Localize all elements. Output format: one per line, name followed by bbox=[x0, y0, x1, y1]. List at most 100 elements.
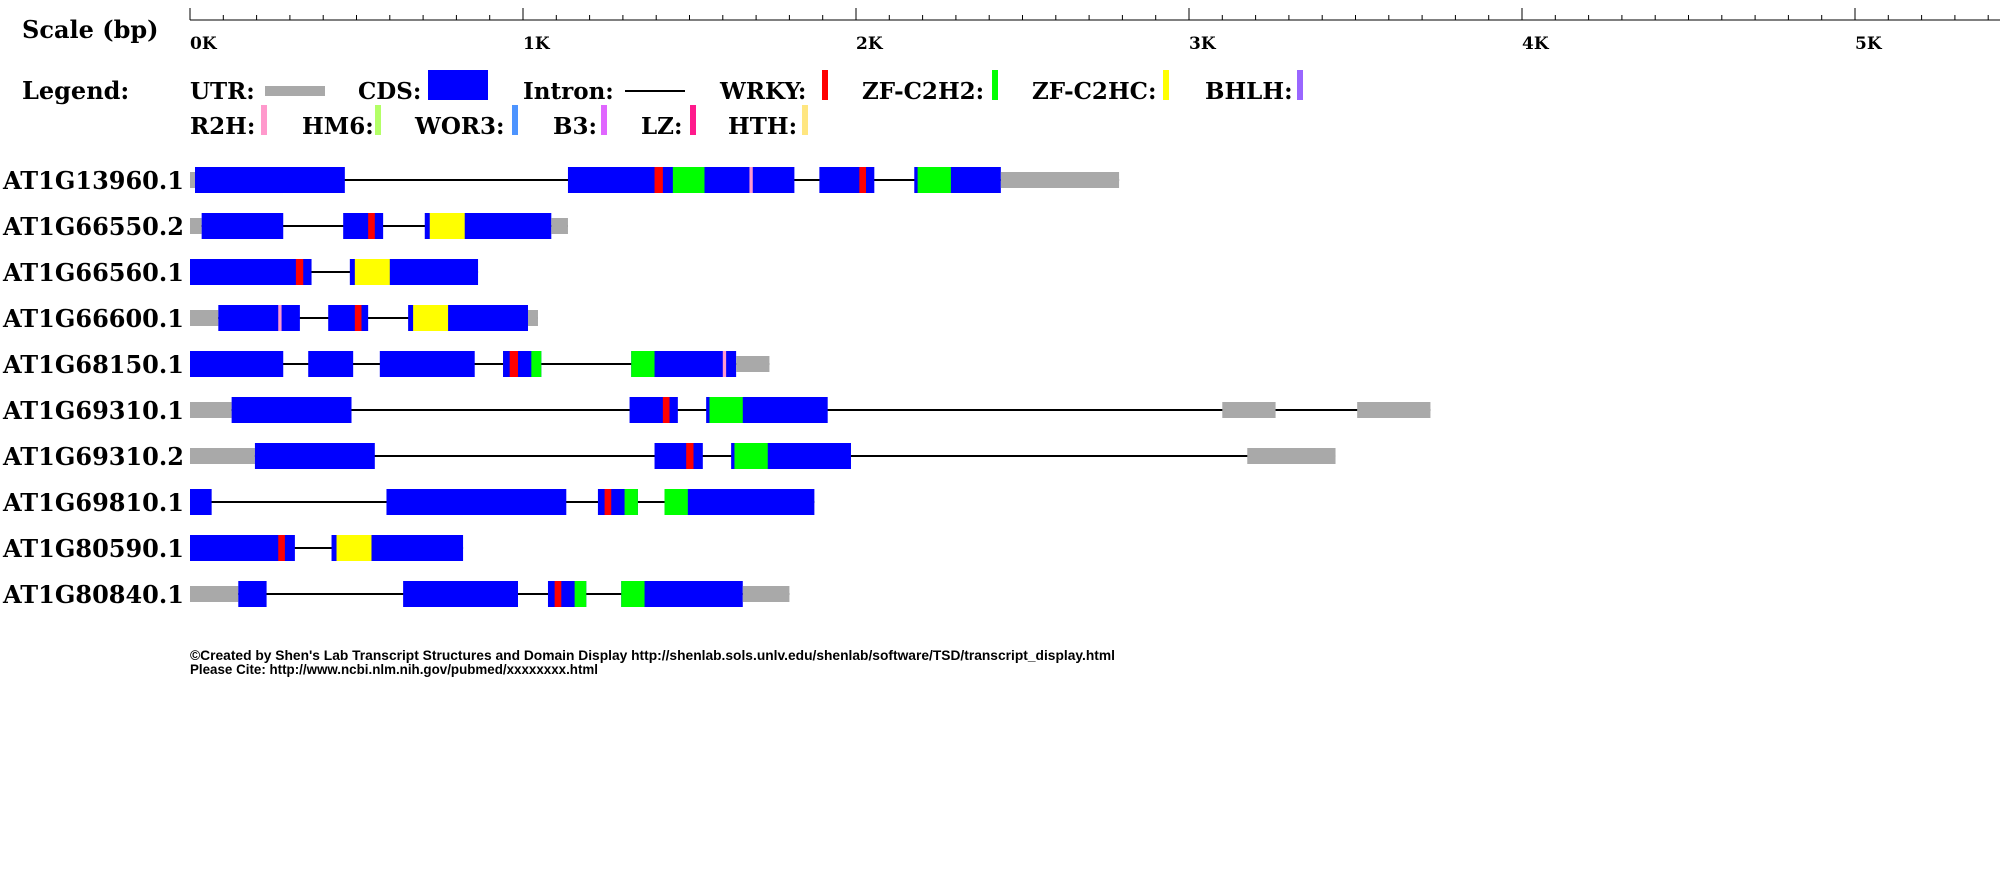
legend-swatch-utr bbox=[265, 86, 325, 96]
transcript-row: AT1G66550.2 bbox=[2, 212, 568, 241]
domain-zf-c2h2-block bbox=[664, 489, 688, 515]
scale-tick-label: 2K bbox=[856, 34, 884, 54]
footer-credit: ©Created by Shen's Lab Transcript Struct… bbox=[190, 647, 1115, 663]
footer-citation: Please Cite: http://www.ncbi.nlm.nih.gov… bbox=[190, 661, 598, 677]
cds-block bbox=[308, 351, 354, 377]
legend-swatch-domain bbox=[690, 105, 696, 135]
domain-zf-c2h2-block bbox=[672, 167, 705, 193]
legend-swatch-cds bbox=[428, 70, 488, 100]
domain-zf-c2h2-block bbox=[709, 397, 743, 423]
cds-block bbox=[629, 397, 678, 423]
utr-block bbox=[190, 448, 255, 464]
domain-wrky-block bbox=[509, 351, 519, 377]
cds-block bbox=[386, 489, 567, 515]
transcript-id: AT1G69310.1 bbox=[2, 396, 184, 425]
domain-zf-c2h2-block bbox=[574, 581, 587, 607]
intron-line bbox=[190, 271, 479, 273]
cds-block bbox=[403, 581, 519, 607]
legend-label: ZF-C2HC: bbox=[1032, 78, 1156, 105]
intron-line bbox=[190, 363, 770, 365]
cds-block bbox=[190, 535, 295, 561]
cds-block bbox=[238, 581, 267, 607]
domain-wrky-block bbox=[654, 167, 663, 193]
utr-block bbox=[551, 218, 568, 234]
domain-wrky-block bbox=[354, 305, 362, 331]
domain-zf-c2hc-block bbox=[413, 305, 449, 331]
legend-label: R2H: bbox=[190, 113, 255, 140]
scale-tick-label: 3K bbox=[1189, 34, 1217, 54]
transcript-row: AT1G66600.1 bbox=[2, 304, 538, 333]
utr-block bbox=[527, 310, 538, 326]
domain-r2h-block bbox=[749, 167, 753, 193]
cds-block bbox=[190, 259, 312, 285]
transcript-id: AT1G69810.1 bbox=[2, 488, 184, 517]
domain-zf-c2hc-block bbox=[336, 535, 372, 561]
domain-wrky-block bbox=[368, 213, 375, 239]
cds-block bbox=[194, 167, 345, 193]
transcript-row: AT1G66560.1 bbox=[2, 258, 479, 287]
cds-block bbox=[819, 167, 875, 193]
legend-swatch-domain bbox=[1163, 70, 1169, 100]
legend-label: B3: bbox=[553, 113, 597, 140]
utr-block bbox=[190, 586, 239, 602]
utr-block bbox=[190, 310, 219, 326]
domain-wrky-block bbox=[686, 443, 694, 469]
scale-tick-label: 4K bbox=[1522, 34, 1550, 54]
transcript-row: AT1G13960.1 bbox=[2, 166, 1120, 195]
transcript-id: AT1G68150.1 bbox=[2, 350, 184, 379]
utr-block bbox=[1000, 172, 1120, 188]
legend-label: HTH: bbox=[728, 113, 797, 140]
transcript-id: AT1G66560.1 bbox=[2, 258, 184, 287]
legend-title: Legend: bbox=[22, 76, 129, 105]
domain-zf-c2hc-block bbox=[354, 259, 390, 285]
scale-axis: 0K 1K 2K 3K 4K 5K bbox=[189, 8, 2000, 54]
legend-swatch-domain bbox=[601, 105, 607, 135]
domain-zf-c2h2-block bbox=[621, 581, 645, 607]
legend-label: CDS: bbox=[358, 78, 421, 105]
legend-label: BHLH: bbox=[1205, 78, 1293, 105]
legend-label: Intron: bbox=[523, 78, 614, 105]
transcript-row: AT1G69310.2 bbox=[2, 442, 1336, 471]
transcript-row: AT1G68150.1 bbox=[2, 350, 770, 379]
transcript-list: AT1G13960.1AT1G66550.2AT1G66560.1AT1G666… bbox=[2, 166, 1431, 609]
domain-zf-c2h2-block bbox=[734, 443, 768, 469]
legend-swatch-domain bbox=[1297, 70, 1303, 100]
domain-wrky-block bbox=[278, 535, 285, 561]
legend-label: UTR: bbox=[190, 78, 255, 105]
legend-swatch-domain bbox=[822, 70, 828, 100]
domain-r2h-block bbox=[722, 351, 727, 377]
legend-label: LZ: bbox=[641, 113, 682, 140]
cds-block bbox=[218, 305, 300, 331]
utr-block bbox=[736, 356, 770, 372]
cds-block bbox=[654, 443, 703, 469]
legend-label: HM6: bbox=[302, 113, 374, 140]
legend-swatch-domain bbox=[512, 105, 518, 135]
utr-block bbox=[1357, 402, 1431, 418]
cds-block bbox=[190, 489, 212, 515]
utr-block bbox=[1222, 402, 1276, 418]
scale-tick-label: 1K bbox=[523, 34, 551, 54]
legend-label: WRKY: bbox=[719, 78, 806, 105]
transcript-id: AT1G66550.2 bbox=[2, 212, 184, 241]
utr-block bbox=[190, 218, 202, 234]
utr-block bbox=[190, 402, 232, 418]
legend-label: ZF-C2H2: bbox=[862, 78, 984, 105]
intron-line bbox=[190, 547, 464, 549]
domain-zf-c2h2-block bbox=[631, 351, 655, 377]
scale-title: Scale (bp) bbox=[22, 15, 159, 44]
cds-block bbox=[254, 443, 375, 469]
legend-swatch-domain bbox=[992, 70, 998, 100]
domain-zf-c2h2-block bbox=[624, 489, 638, 515]
utr-block bbox=[1247, 448, 1336, 464]
scale-tick-label: 0K bbox=[190, 34, 218, 54]
transcript-id: AT1G66600.1 bbox=[2, 304, 184, 333]
scale-tick-label: 5K bbox=[1855, 34, 1883, 54]
cds-block bbox=[190, 351, 284, 377]
domain-wrky-block bbox=[604, 489, 612, 515]
cds-block bbox=[328, 305, 369, 331]
domain-r2h-block bbox=[278, 305, 282, 331]
legend-swatch-domain bbox=[261, 105, 267, 135]
transcript-row: AT1G80840.1 bbox=[2, 580, 790, 609]
legend-label: WOR3: bbox=[414, 113, 504, 140]
